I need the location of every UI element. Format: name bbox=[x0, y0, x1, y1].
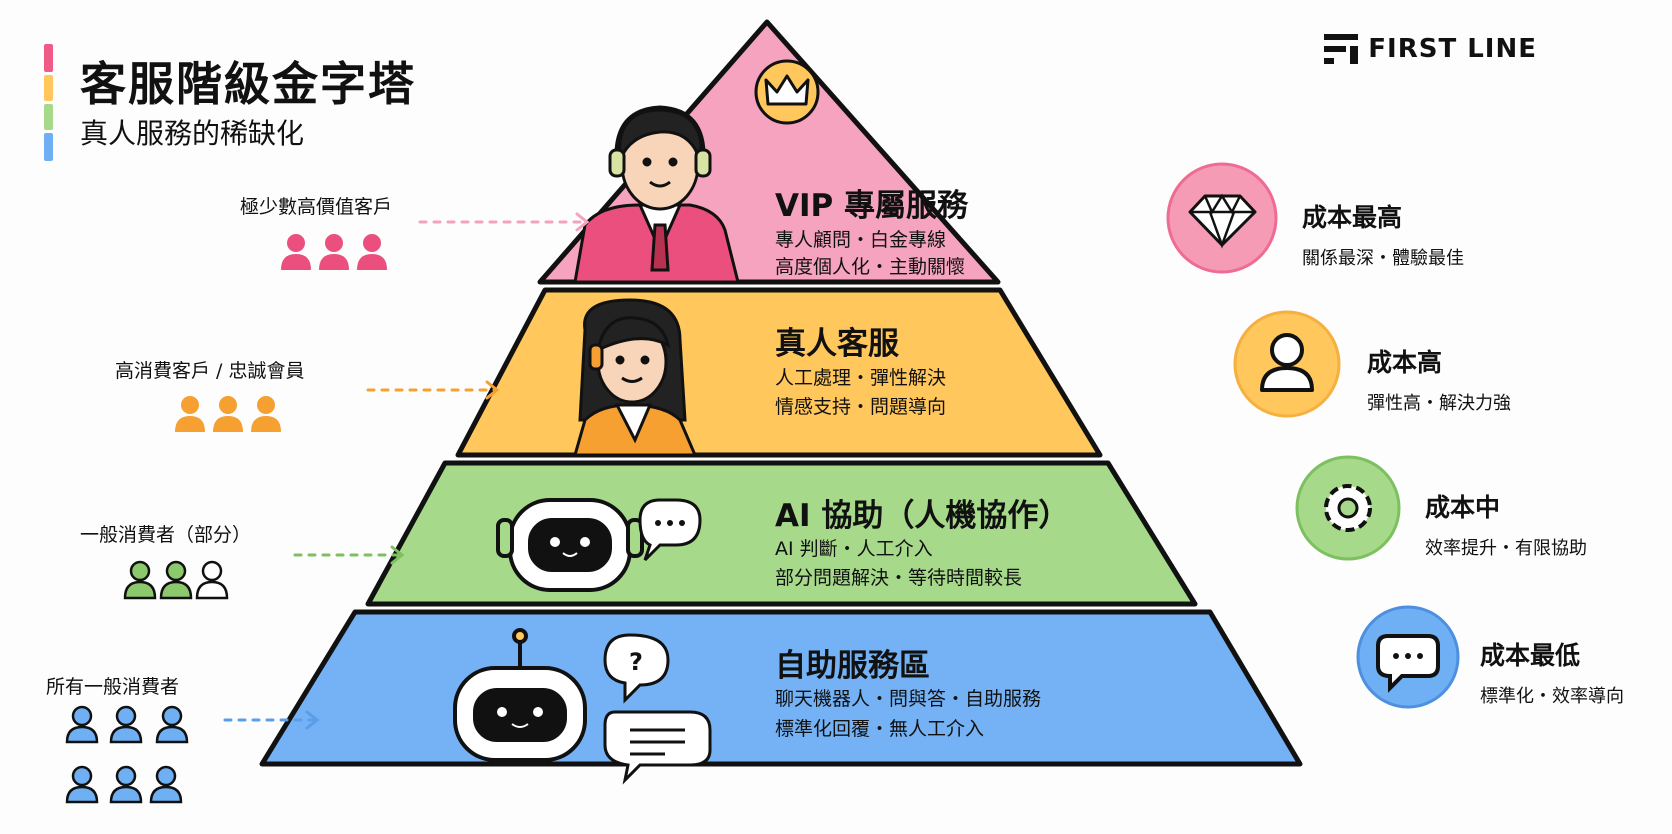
tier-vip-line-2: 高度個人化・主動關懷 bbox=[775, 256, 966, 278]
page-title: 客服階級金字塔 bbox=[80, 57, 416, 111]
cost-self: 成本最低 標準化・效率導向 bbox=[1480, 636, 1624, 708]
crown-icon bbox=[754, 59, 820, 125]
audience-vip-icons bbox=[281, 234, 387, 270]
brand-name: FIRST LINE bbox=[1368, 34, 1537, 64]
accent-bar-yellow bbox=[44, 75, 53, 101]
tier-vip-title: VIP 專屬服務 bbox=[775, 188, 969, 224]
tier-human-line-2: 情感支持・問題導向 bbox=[775, 396, 947, 418]
audience-human-icons bbox=[175, 396, 281, 432]
cost-self-title: 成本最低 bbox=[1480, 641, 1581, 670]
cost-human-title: 成本高 bbox=[1367, 348, 1443, 377]
gear-icon bbox=[1295, 455, 1401, 561]
audience-self-label: 所有一般消費者 bbox=[46, 676, 180, 698]
brand-mark-icon bbox=[1324, 34, 1359, 64]
accent-bar-green bbox=[44, 104, 53, 130]
user-icon bbox=[1233, 310, 1341, 418]
audience-ai-label: 一般消費者（部分） bbox=[80, 524, 252, 546]
chatbot-icon: ? bbox=[453, 628, 712, 785]
cost-self-desc: 標準化・效率導向 bbox=[1480, 686, 1624, 707]
tier-self-line-2: 標準化回覆・無人工介入 bbox=[775, 718, 985, 740]
accent-bar-blue bbox=[44, 133, 53, 161]
tier-self-line-1: 聊天機器人・問與答・自助服務 bbox=[775, 688, 1042, 710]
cost-human-desc: 彈性高・解決力強 bbox=[1367, 393, 1511, 414]
audience-self-icons bbox=[65, 705, 189, 804]
page-subtitle: 真人服務的稀缺化 bbox=[80, 117, 305, 150]
tier-vip-line-1: 專人顧問・白金專線 bbox=[775, 229, 947, 251]
cost-vip-title: 成本最高 bbox=[1302, 203, 1403, 232]
tier-ai-line-1: AI 判斷・人工介入 bbox=[775, 538, 933, 560]
diamond-icon bbox=[1166, 162, 1278, 274]
chat-bubble-icon bbox=[1356, 605, 1460, 709]
cost-vip: 成本最高 關係最深・體驗最佳 bbox=[1302, 198, 1464, 270]
human-agent-icon bbox=[573, 298, 698, 457]
cost-ai-title: 成本中 bbox=[1425, 493, 1501, 522]
cost-ai: 成本中 效率提升・有限協助 bbox=[1425, 488, 1587, 560]
cost-vip-desc: 關係最深・體驗最佳 bbox=[1302, 248, 1464, 269]
cost-ai-desc: 效率提升・有限協助 bbox=[1425, 538, 1587, 559]
vip-agent-icon bbox=[573, 105, 740, 284]
tier-self-title: 自助服務區 bbox=[775, 648, 930, 684]
brand-logo: FIRST LINE bbox=[1324, 34, 1537, 64]
audience-ai-icons bbox=[123, 560, 229, 600]
accent-bar-pink bbox=[44, 44, 53, 72]
tier-human-line-1: 人工處理・彈性解決 bbox=[775, 367, 947, 389]
tier-ai-line-2: 部分問題解決・等待時間較長 bbox=[775, 567, 1023, 589]
audience-human-label: 高消費客戶 / 忠誠會員 bbox=[115, 360, 305, 382]
svg-text:?: ? bbox=[629, 648, 643, 676]
tier-ai-title: AI 協助（人機協作） bbox=[775, 498, 1070, 534]
cost-human: 成本高 彈性高・解決力強 bbox=[1367, 343, 1511, 415]
audience-vip-label: 極少數高價值客戶 bbox=[240, 196, 393, 218]
robot-headset-icon bbox=[496, 498, 702, 592]
tier-human-title: 真人客服 bbox=[775, 326, 899, 362]
